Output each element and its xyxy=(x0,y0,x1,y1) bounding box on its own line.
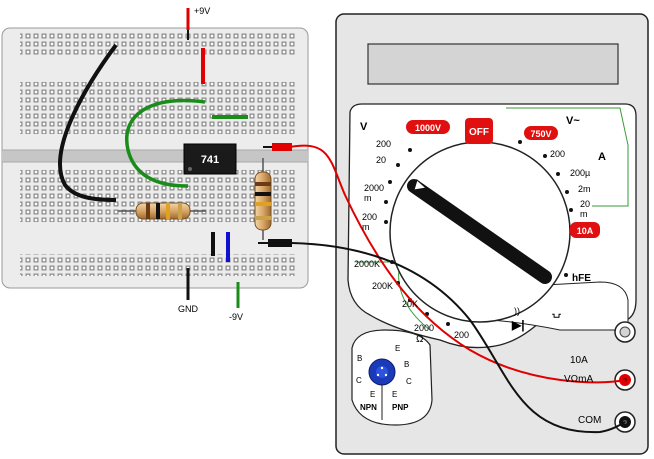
ac-voltage-label: V~ xyxy=(566,115,580,127)
dcv-range-20: 20 xyxy=(376,155,387,165)
ohm-range-200: 200 xyxy=(454,330,470,340)
svg-text:1000V: 1000V xyxy=(415,123,441,133)
acv-range-200: 200 xyxy=(550,149,566,159)
breadboard xyxy=(1,27,309,289)
socket-pin-right-e1: E xyxy=(395,344,401,353)
dca-range-200u: 200µ xyxy=(570,168,591,178)
badge-1000v: 1000V xyxy=(406,120,450,134)
diode-icon: ▶| xyxy=(512,318,525,332)
dcv-range-200m: 200 m xyxy=(362,212,378,232)
pnp-label: PNP xyxy=(392,403,409,412)
ohm-symbol: Ω xyxy=(416,334,424,345)
off-position[interactable]: OFF xyxy=(465,118,493,144)
dial-pointer-bar xyxy=(407,179,552,284)
black-probe-lead[interactable] xyxy=(291,242,626,434)
horizontal-resistor[interactable] xyxy=(118,202,206,220)
socket-pin-left-b: B xyxy=(357,354,363,363)
dca-range-2m: 2m xyxy=(578,184,591,194)
rotary-selector-dial[interactable] xyxy=(389,141,571,323)
chip-label: 741 xyxy=(201,154,219,166)
hfe-socket[interactable] xyxy=(351,329,433,426)
badge-10a: 10A xyxy=(570,222,600,238)
dc-current-label: A xyxy=(598,151,606,163)
jack-10a[interactable] xyxy=(614,321,636,343)
dcv-range-200: 200 xyxy=(376,139,392,149)
jack-vohm-ma-label: VΩmA xyxy=(564,374,594,385)
plus-9v-label: +9V xyxy=(194,6,210,16)
red-probe-tip[interactable] xyxy=(263,143,292,151)
range-markers xyxy=(384,140,573,326)
black-jumper-wire[interactable] xyxy=(58,43,118,202)
svg-text:OFF: OFF xyxy=(469,127,489,138)
socket-pin-right-c: C xyxy=(406,377,412,386)
dca-range-20m: 20 m xyxy=(580,199,591,219)
minus-9v-label: -9V xyxy=(229,312,243,322)
dcv-range-2000m: 2000 m xyxy=(364,183,385,203)
svg-text:750V: 750V xyxy=(530,129,551,139)
gnd-label: GND xyxy=(178,304,199,314)
vertical-resistor[interactable] xyxy=(254,158,272,240)
socket-pin-left-e: E xyxy=(370,390,376,399)
black-probe-tip[interactable] xyxy=(258,239,292,247)
ohm-range-200k: 200K xyxy=(372,281,394,291)
ohm-range-2000k: 2000K xyxy=(354,259,381,269)
lcd-display xyxy=(367,43,619,85)
npn-label: NPN xyxy=(360,403,377,412)
socket-pin-right-e2: E xyxy=(392,390,398,399)
ohm-range-2000: 2000 xyxy=(414,323,435,333)
red-probe-lead[interactable] xyxy=(289,144,626,384)
socket-pin-left-c: C xyxy=(356,376,362,385)
badge-750v: 750V xyxy=(524,126,558,140)
continuity-icon: )) xyxy=(514,306,520,316)
square-wave-icon: ⍽ xyxy=(552,304,562,318)
dc-voltage-label: V xyxy=(360,121,368,133)
socket-pin-right-b: B xyxy=(404,360,410,369)
op-amp-chip[interactable]: 741 xyxy=(183,143,237,175)
svg-text:10A: 10A xyxy=(577,226,594,236)
hfe-label: hFE xyxy=(572,273,591,284)
ohm-range-20k: 20K xyxy=(402,299,419,309)
green-jumper-wire[interactable] xyxy=(125,98,206,188)
jack-com-label: COM xyxy=(578,415,602,426)
jack-10a-label: 10A xyxy=(570,355,588,366)
